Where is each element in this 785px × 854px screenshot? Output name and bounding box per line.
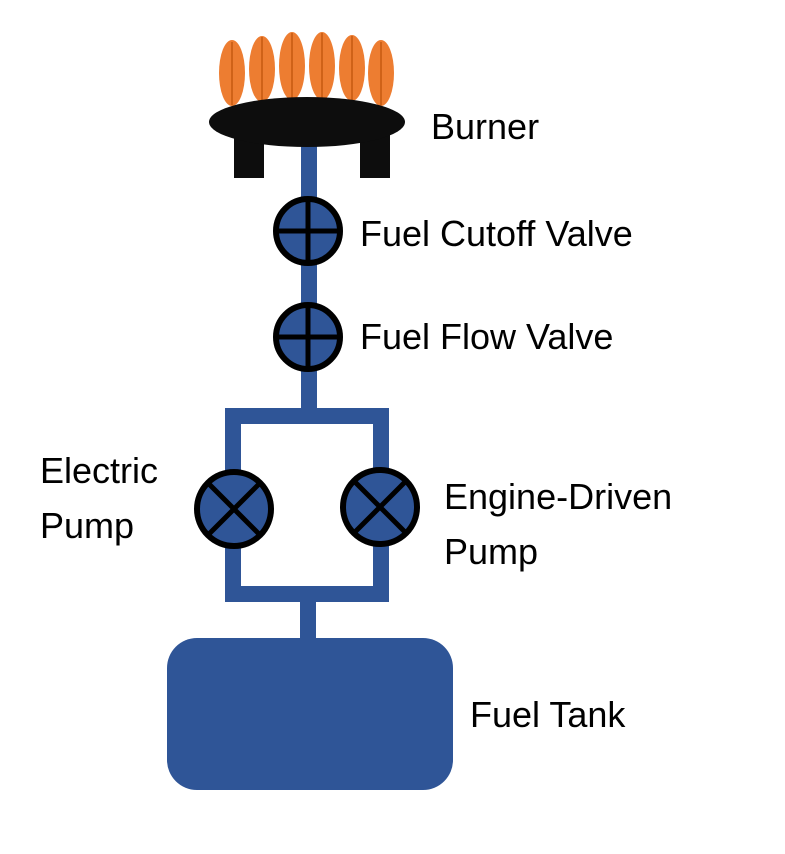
burner bbox=[209, 32, 405, 178]
fuel-tank bbox=[167, 638, 453, 790]
flame-icon bbox=[309, 32, 335, 100]
flame-icon bbox=[279, 32, 305, 100]
engine-pump-label-line2: Pump bbox=[444, 531, 538, 572]
pipe-to-tank bbox=[300, 600, 316, 642]
fuel-tank-label: Fuel Tank bbox=[470, 694, 626, 735]
electric-pump-label-line1: Electric bbox=[40, 450, 158, 491]
pipe-loop-top bbox=[225, 408, 389, 424]
fuel-cutoff-valve-icon bbox=[273, 196, 343, 266]
flame-icon bbox=[339, 35, 365, 101]
electric-pump-icon bbox=[194, 469, 274, 549]
pipe-loop-bottom bbox=[225, 586, 389, 602]
burner-plate bbox=[209, 97, 405, 147]
engine-driven-pump-icon bbox=[340, 467, 420, 547]
fuel-flow-valve-icon bbox=[273, 302, 343, 372]
electric-pump-label-line2: Pump bbox=[40, 505, 134, 546]
fuel-flow-valve-label: Fuel Flow Valve bbox=[360, 316, 613, 357]
flame-icon bbox=[249, 36, 275, 102]
fuel-cutoff-valve-label: Fuel Cutoff Valve bbox=[360, 213, 633, 254]
burner-label: Burner bbox=[431, 106, 539, 147]
engine-pump-label-line1: Engine-Driven bbox=[444, 476, 672, 517]
flame-icon bbox=[219, 40, 245, 106]
flame-icon bbox=[368, 40, 394, 106]
flames bbox=[219, 32, 394, 106]
